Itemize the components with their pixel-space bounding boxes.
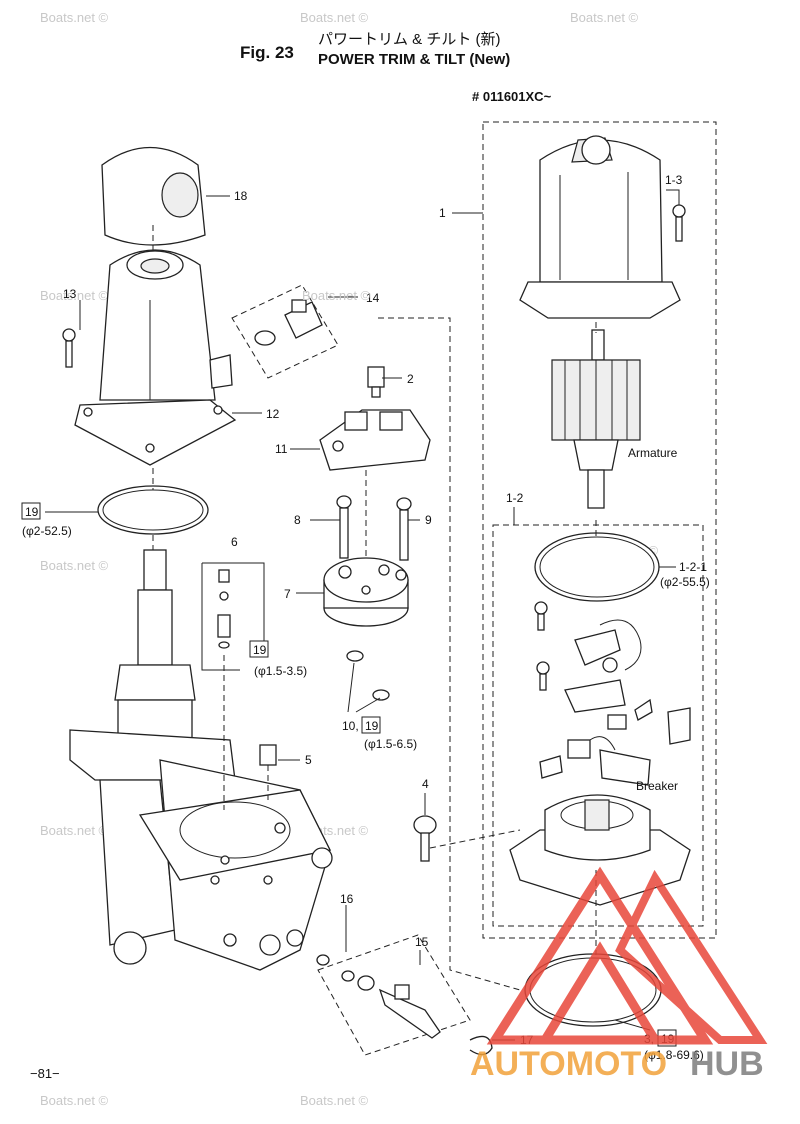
callout-8: 8 bbox=[294, 513, 301, 527]
watermark: Boats.net © bbox=[300, 1093, 369, 1108]
callout-19-a: 19 bbox=[25, 505, 39, 519]
reservoir-12 bbox=[74, 249, 237, 466]
check-valve-6 bbox=[201, 562, 265, 671]
callout-19-c: 19 bbox=[365, 719, 379, 733]
tilt-ram bbox=[114, 549, 196, 741]
watermark: Boats.net © bbox=[40, 288, 109, 303]
callout-14: 14 bbox=[366, 291, 380, 305]
watermark: Boats.net © bbox=[40, 1093, 109, 1108]
brand-logo-watermark: AUTOMOTO HUB bbox=[470, 866, 768, 1083]
cylinder-body bbox=[69, 729, 333, 971]
spec-phi-65: (φ1.5-6.5) bbox=[364, 737, 417, 751]
callout-6: 6 bbox=[231, 535, 238, 549]
callout-12: 12 bbox=[266, 407, 280, 421]
spec-phi-55: (φ2-55.5) bbox=[660, 575, 710, 589]
title-jp: パワートリム & チルト (新) bbox=[318, 31, 501, 48]
o-ring-10b bbox=[372, 689, 390, 701]
valve-block-7 bbox=[323, 557, 409, 627]
callout-1: 1 bbox=[439, 206, 446, 220]
callout-1-3: 1-3 bbox=[665, 173, 683, 187]
breaker-parts bbox=[534, 601, 691, 786]
page-number: −81− bbox=[30, 1066, 60, 1081]
armature-label: Armature bbox=[628, 446, 678, 460]
pump-11 bbox=[319, 409, 431, 471]
screw-9 bbox=[396, 497, 412, 561]
plug-2 bbox=[367, 366, 385, 398]
screw-13 bbox=[62, 328, 76, 368]
callout-13: 13 bbox=[63, 287, 77, 301]
callout-4: 4 bbox=[422, 777, 429, 791]
breaker-label: Breaker bbox=[636, 779, 678, 793]
seal-16 bbox=[316, 954, 330, 966]
watermark: Boats.net © bbox=[570, 10, 639, 25]
callout-1-2-1: 1-2-1 bbox=[679, 560, 707, 574]
callout-2: 2 bbox=[407, 372, 414, 386]
screw-8 bbox=[336, 495, 352, 559]
screw-4 bbox=[413, 815, 437, 862]
fig-label: Fig. 23 bbox=[240, 43, 294, 62]
watermark: Boats.net © bbox=[40, 558, 109, 573]
spec-phi-35: (φ1.5-3.5) bbox=[254, 664, 307, 678]
reservoir-cap-18 bbox=[101, 146, 206, 246]
callout-1-2: 1-2 bbox=[506, 491, 524, 505]
callout-7: 7 bbox=[284, 587, 291, 601]
brand-text-b: HUB bbox=[690, 1045, 764, 1083]
callout-16: 16 bbox=[340, 892, 354, 906]
serial-range: # 011601XC~ bbox=[472, 89, 552, 104]
brand-text-a: AUTOMOTO bbox=[470, 1045, 667, 1083]
callout-11: 11 bbox=[275, 442, 288, 456]
motor-assembly-box bbox=[482, 121, 717, 939]
screw-1-3 bbox=[672, 204, 686, 242]
title-en: POWER TRIM & TILT (New) bbox=[318, 51, 510, 68]
callout-5: 5 bbox=[305, 753, 312, 767]
callout-10: 10, bbox=[342, 719, 359, 733]
watermark: Boats.net © bbox=[302, 288, 371, 303]
leader-lines bbox=[45, 189, 680, 1041]
watermark: Boats.net © bbox=[40, 823, 109, 838]
callout-9: 9 bbox=[425, 513, 432, 527]
o-ring-1-2-1 bbox=[534, 532, 660, 602]
callout-18: 18 bbox=[234, 189, 248, 203]
armature bbox=[551, 329, 641, 509]
clip-17 bbox=[469, 1035, 493, 1056]
valve-15 bbox=[317, 934, 471, 1056]
callout-19-b: 19 bbox=[253, 643, 267, 657]
spec-phi-69: (φ1.8-69.6) bbox=[644, 1048, 704, 1062]
callout-labels: 1 1-3 18 13 14 Boats.net © 2 12 11 Armat… bbox=[21, 173, 710, 1062]
valve-14 bbox=[231, 284, 339, 379]
motor-housing bbox=[519, 135, 681, 319]
plug-5 bbox=[259, 744, 277, 766]
o-ring-10a bbox=[346, 650, 364, 662]
watermark: Boats.net © bbox=[300, 10, 369, 25]
spec-phi-52: (φ2-52.5) bbox=[22, 524, 72, 538]
o-ring-19-52 bbox=[97, 485, 209, 535]
watermark: Boats.net © bbox=[40, 10, 109, 25]
callout-15: 15 bbox=[415, 935, 429, 949]
